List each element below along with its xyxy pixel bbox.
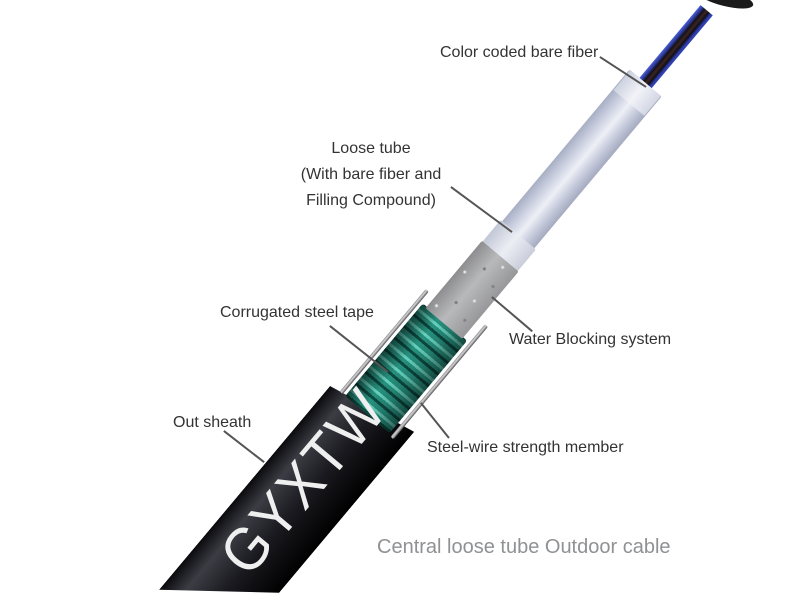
label-corrugated-steel-tape: Corrugated steel tape <box>220 304 374 321</box>
label-out-sheath: Out sheath <box>173 414 252 431</box>
label-steel-wire-strength-member: Steel-wire strength member <box>427 439 624 456</box>
cable-assembly: GYXTW <box>149 0 755 597</box>
caption-text: Central loose tube Outdoor cable <box>377 536 671 558</box>
label-loose-tube: Loose tube (With bare fiber and Filling … <box>300 140 442 209</box>
bare-fiber-bundle-segment <box>638 5 713 90</box>
loose-tube-segment <box>481 69 662 273</box>
label-color-coded-bare-fiber: Color coded bare fiber <box>440 44 599 61</box>
label-water-blocking-system: Water Blocking system <box>509 331 672 348</box>
